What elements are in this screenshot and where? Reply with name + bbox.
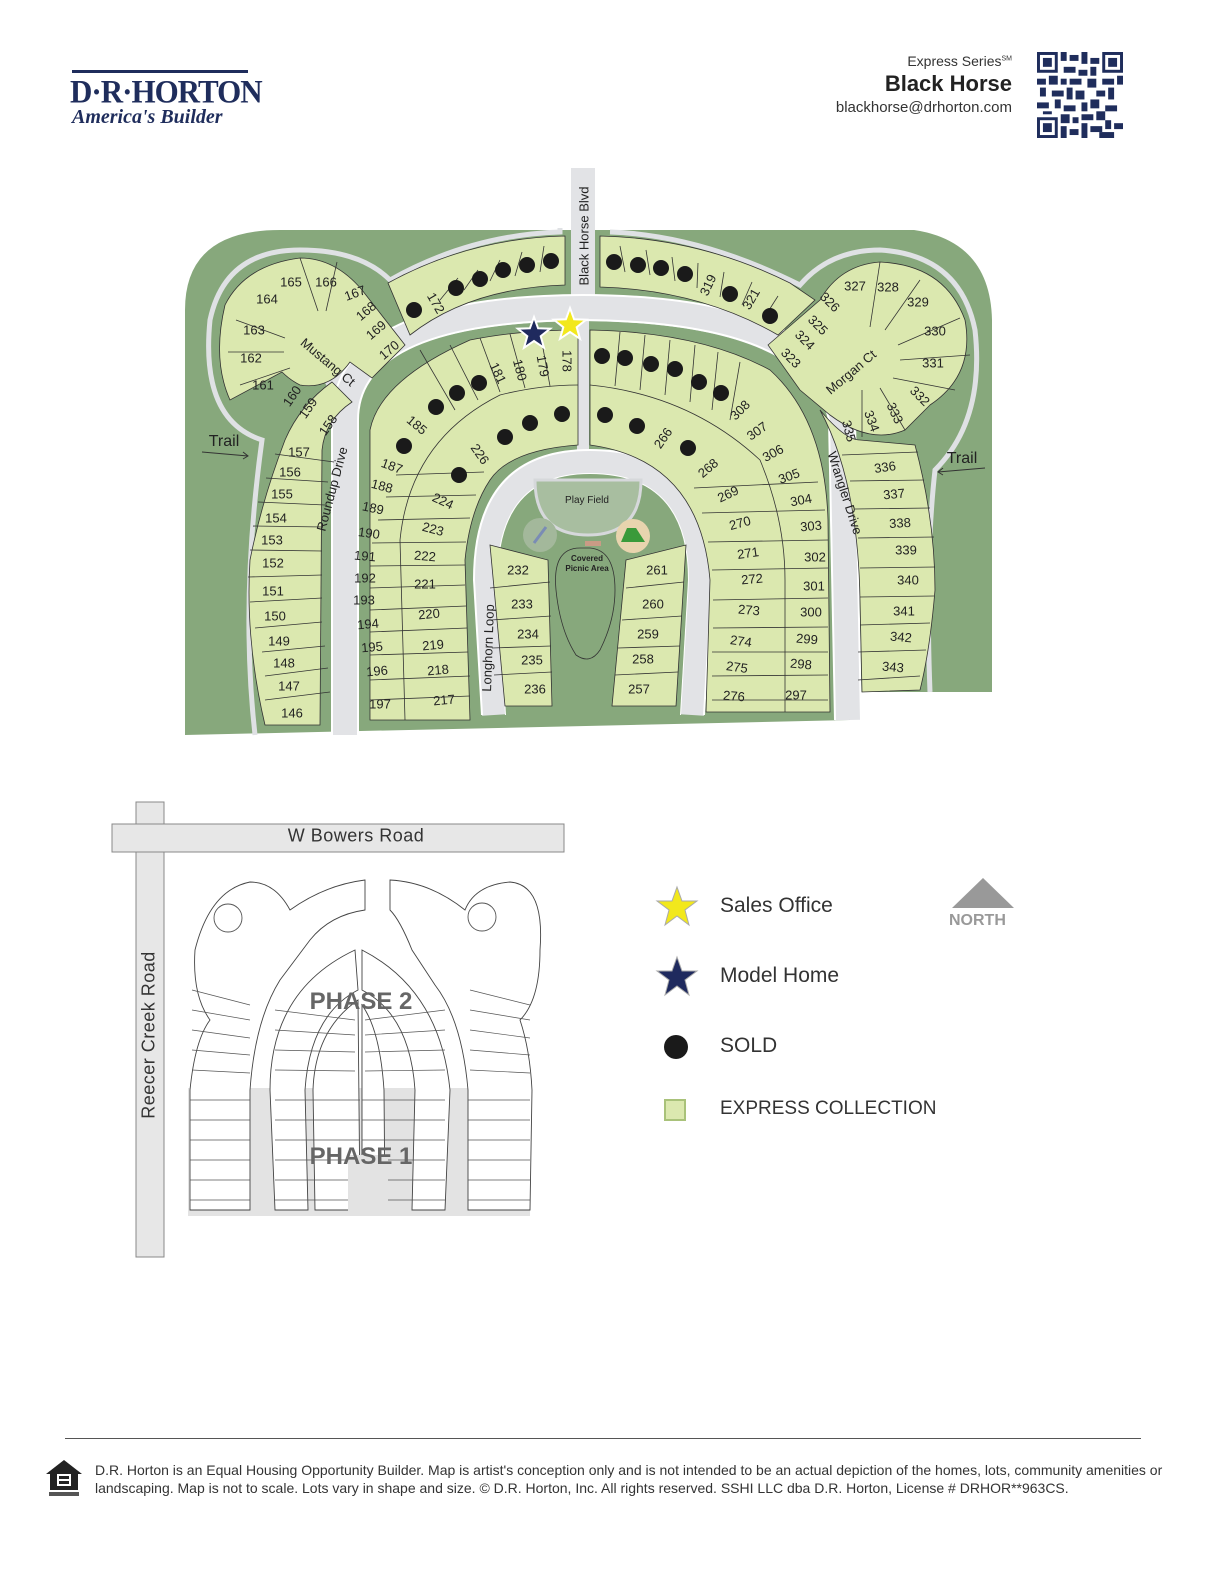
green-square-icon (664, 1099, 686, 1121)
trail-arrow-west-icon (201, 451, 249, 457)
site-map-graphic (185, 168, 992, 736)
sold-dot-icon (522, 415, 538, 431)
road-reecer-creek: Reecer Creek Road (138, 951, 159, 1119)
qr-code-icon[interactable] (1037, 52, 1123, 138)
contact-email[interactable]: blackhorse@drhorton.com (835, 99, 1012, 116)
sold-dot-icon (606, 254, 622, 270)
sold-dot-icon (406, 302, 422, 318)
sold-dot-icon (451, 467, 467, 483)
trail-arrow-east-icon (937, 467, 986, 473)
north-arrow-icon (952, 878, 1014, 908)
sold-dot-icon (448, 280, 464, 296)
black-dot-icon (664, 1035, 688, 1059)
sold-dot-icon (543, 253, 559, 269)
sold-dot-icon (519, 257, 535, 273)
legend-model-home: Model Home (720, 964, 840, 987)
phase-1-label: PHASE 1 (309, 1143, 413, 1170)
road-w-bowers: W Bowers Road (287, 825, 425, 846)
footer-divider (65, 1438, 1141, 1439)
navy-star-icon (655, 955, 699, 997)
sold-dot-icon (630, 257, 646, 273)
sold-dot-icon (677, 266, 693, 282)
legend-sales-office: Sales Office (720, 894, 833, 917)
sold-dot-icon (680, 440, 696, 456)
logo-rule (72, 70, 248, 73)
sold-dot-icon (629, 418, 645, 434)
series-text: Express Series (907, 53, 1002, 69)
sold-dot-icon (713, 385, 729, 401)
sold-dot-icon (762, 308, 778, 324)
sold-markers (396, 253, 778, 483)
series-label: Express SeriesSM (907, 53, 1012, 69)
sold-dot-icon (472, 271, 488, 287)
sold-dot-icon (497, 429, 513, 445)
sold-dot-icon (449, 385, 465, 401)
sold-dot-icon (722, 286, 738, 302)
overview-graphic (111, 801, 565, 1258)
community-name: Black Horse (884, 71, 1012, 96)
sold-dot-icon (597, 407, 613, 423)
sold-dot-icon (653, 260, 669, 276)
play-field-label: Play Field (565, 495, 609, 506)
north-label: NORTH (949, 912, 1006, 929)
equal-housing-opportunity-icon (46, 1460, 82, 1496)
sold-dot-icon (691, 374, 707, 390)
sold-dot-icon (554, 406, 570, 422)
sold-dot-icon (471, 375, 487, 391)
trail-label-west: Trail (208, 433, 240, 450)
street-longhorn-loop: Longhorn Loop (478, 604, 498, 692)
sales-office-star-icon[interactable] (551, 305, 589, 342)
logo-wordmark: D·R·HORTON (70, 73, 263, 110)
sold-dot-icon (396, 438, 412, 454)
play-field (533, 478, 643, 537)
legend-sold: SOLD (720, 1034, 778, 1057)
street-black-horse-blvd: Black Horse Blvd (576, 186, 592, 286)
picnic-area-label: Covered Picnic Area (565, 554, 609, 573)
sold-dot-icon (617, 350, 633, 366)
phase-2-label: PHASE 2 (309, 988, 413, 1015)
sold-dot-icon (594, 348, 610, 364)
legend-express-collection: EXPRESS COLLECTION (720, 1098, 937, 1119)
yellow-star-icon (655, 885, 699, 927)
footer-disclaimer: D.R. Horton is an Equal Housing Opportun… (95, 1462, 1163, 1496)
service-mark: SM (1001, 55, 1013, 63)
logo-tagline: America's Builder (72, 106, 223, 128)
model-home-star-icon[interactable] (515, 314, 553, 351)
sold-dot-icon (643, 356, 659, 372)
sold-dot-icon (428, 399, 444, 415)
sold-dot-icon (667, 361, 683, 377)
sold-dot-icon (495, 262, 511, 278)
trail-label-east: Trail (946, 450, 978, 467)
